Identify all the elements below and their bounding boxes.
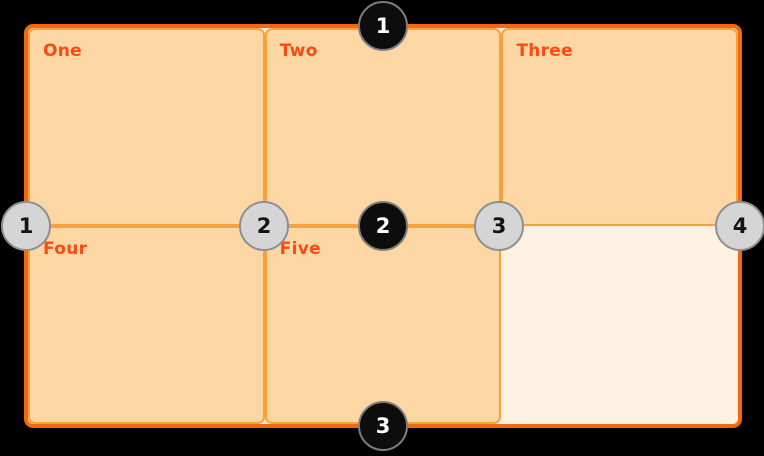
- column-line-marker-3: 3: [474, 201, 524, 251]
- column-line-marker-1: 1: [1, 201, 51, 251]
- grid-cell-five: Five: [264, 226, 502, 424]
- column-line-marker-2: 2: [239, 201, 289, 251]
- grid-empty-slot: [501, 226, 738, 424]
- grid-cell-three: Three: [501, 28, 738, 226]
- row-line-marker-3: 3: [358, 401, 408, 451]
- grid-cell-one: One: [28, 28, 265, 226]
- row-line-marker-1: 1: [358, 1, 408, 51]
- grid-cell-two: Two: [264, 28, 502, 226]
- row-line-marker-2: 2: [358, 201, 408, 251]
- cell-label: Two: [279, 41, 318, 61]
- cell-label: One: [43, 41, 82, 61]
- grid-container: One Two Three Four Five: [24, 24, 742, 428]
- cell-label: Five: [279, 239, 321, 259]
- cell-label: Three: [516, 41, 573, 61]
- cell-label: Four: [43, 239, 88, 259]
- grid-cell-four: Four: [28, 226, 265, 424]
- column-line-marker-4: 4: [715, 201, 764, 251]
